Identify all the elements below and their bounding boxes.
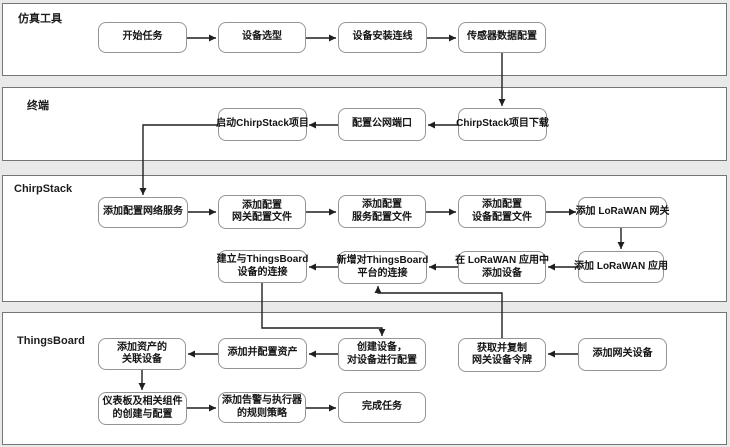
node-label-line: 添加设备	[482, 267, 522, 279]
node-add-device-profile: 添加配置设备配置文件	[458, 195, 546, 228]
node-label-line: 平台的连接	[357, 267, 408, 279]
node-label-line: 添加资产的	[117, 341, 167, 353]
node-label-line: 服务配置文件	[352, 211, 412, 223]
node-label-line: 启动ChirpStack项目	[216, 118, 309, 130]
node-start-task: 开始任务	[98, 22, 187, 53]
node-finish-task: 完成任务	[338, 392, 426, 423]
lane-label-terminal: 终端	[27, 100, 49, 112]
node-label-line: 设备的连接	[237, 266, 288, 278]
node-add-service-profile: 添加配置服务配置文件	[338, 195, 426, 228]
node-label-line: 的规则策略	[237, 407, 287, 419]
node-label-line: 建立与ThingsBoard	[216, 254, 309, 265]
node-alarm-actuator-rules: 添加告警与执行器的规则策略	[218, 392, 306, 423]
node-add-network-service: 添加配置网络服务	[98, 197, 188, 228]
node-label-line: 设备选型	[242, 31, 282, 43]
node-label-line: 添加配置	[242, 199, 282, 211]
node-label-line: 传感器数据配置	[467, 31, 537, 43]
node-label-line: 添加网关设备	[592, 348, 653, 360]
node-label-line: 关联设备	[122, 354, 162, 365]
node-label-line: 添加配置网络服务	[103, 206, 183, 218]
node-device-selection: 设备选型	[218, 22, 306, 53]
node-label-line: 对设备进行配置	[347, 354, 417, 366]
node-label-line: 开始任务	[122, 31, 163, 43]
lane-label-simulation-tool: 仿真工具	[18, 13, 62, 25]
node-label-line: 添加并配置资产	[227, 347, 298, 359]
node-add-device-in-app: 在 LoRaWAN 应用中添加设备	[455, 251, 549, 284]
node-label-line: 在 LoRaWAN 应用中	[455, 255, 549, 266]
node-label-line: ChirpStack项目下载	[456, 118, 549, 130]
node-add-lorawan-gateway: 添加 LoRaWAN 网关	[575, 197, 670, 228]
node-label-line: 网关设备令牌	[472, 355, 532, 366]
node-label-line: 添加 LoRaWAN 应用	[574, 260, 668, 272]
node-label-line: 添加 LoRaWAN 网关	[575, 206, 670, 218]
node-public-port-config: 配置公网端口	[338, 108, 426, 141]
node-dashboard-components: 仪表板及相关组件的创建与配置	[98, 392, 187, 425]
node-label-line: 配置公网端口	[352, 118, 412, 130]
node-label-line: 的创建与配置	[112, 408, 173, 420]
node-get-copy-gateway-token: 获取并复制网关设备令牌	[458, 338, 546, 372]
node-create-configure-device: 创建设备，对设备进行配置	[338, 338, 426, 371]
node-label-line: 设备配置文件	[472, 211, 532, 223]
node-label-line: 添加配置	[482, 199, 522, 210]
node-add-configure-asset: 添加并配置资产	[218, 338, 307, 369]
node-label-line: 添加告警与执行器	[222, 395, 302, 406]
node-label-line: 仪表板及相关组件	[102, 396, 183, 407]
node-label-line: 网关配置文件	[232, 212, 292, 223]
node-add-gateway-device: 添加网关设备	[578, 338, 667, 371]
lane-label-chirpstack: ChirpStack	[14, 183, 73, 195]
node-add-gateway-profile: 添加配置网关配置文件	[218, 195, 306, 229]
node-label-line: 设备安装连线	[352, 31, 413, 43]
node-label-line: 新增对ThingsBoard	[336, 255, 429, 266]
node-label-line: 完成任务	[362, 401, 402, 413]
node-add-asset-related-devices: 添加资产的关联设备	[98, 338, 186, 370]
node-sensor-data-config: 传感器数据配置	[458, 22, 546, 53]
node-label-line: 获取并复制	[477, 342, 527, 354]
node-label-line: 添加配置	[362, 199, 402, 210]
node-chirpstack-download: ChirpStack项目下载	[456, 108, 549, 141]
node-label-line: 创建设备，	[357, 342, 407, 353]
node-add-lorawan-app: 添加 LoRaWAN 应用	[574, 251, 668, 283]
node-start-chirpstack: 启动ChirpStack项目	[216, 108, 309, 141]
lane-label-thingsboard: ThingsBoard	[17, 335, 85, 347]
lane-thingsboard	[2, 312, 727, 445]
node-device-install-wiring: 设备安装连线	[338, 22, 427, 53]
